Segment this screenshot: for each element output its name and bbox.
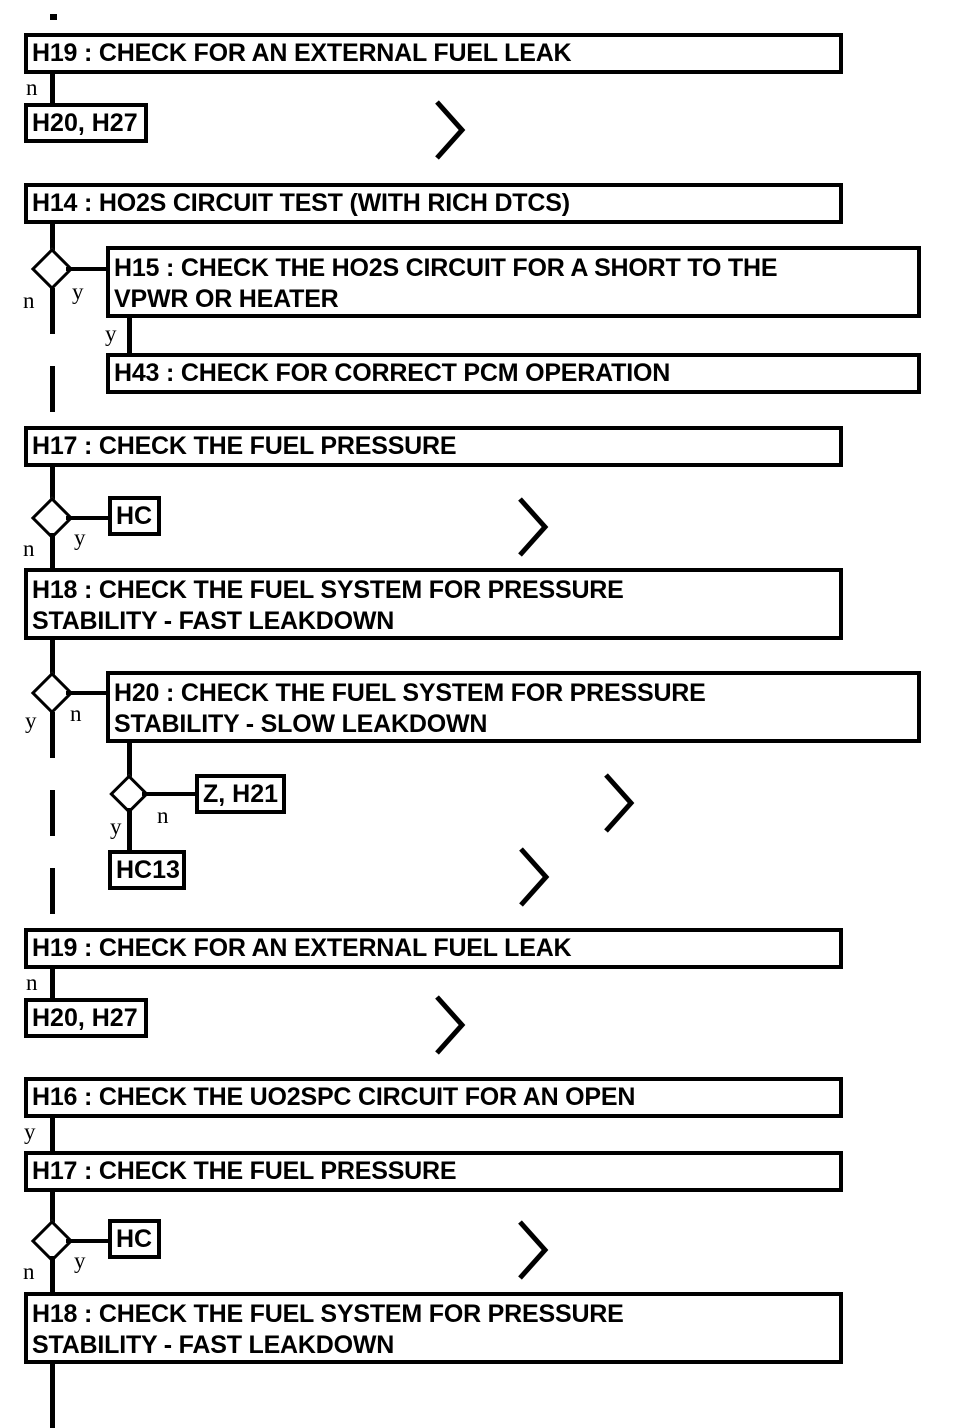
branch-label-y: n [157,803,169,828]
top-tick-mark [50,14,57,20]
process-box-h18-fast-leakdown-2[interactable]: H18 : CHECK THE FUEL SYSTEM FOR PRESSURE… [24,1292,843,1364]
connector-d4-to-c3 [142,792,197,796]
terminal-chip-hc[interactable]: HC [108,496,161,536]
connector-b5-to-d2 [50,467,55,501]
connector-b3-to-b4 [127,318,132,353]
connector-d4-to-c4 [127,808,132,850]
connector-b2-to-d1 [50,224,55,251]
terminal-chip-hc-2[interactable]: HC [108,1219,161,1259]
branch-label-n: y [25,708,37,733]
connector-dashed-trunk-2 [50,712,55,928]
connector-d2-to-c2 [66,516,110,520]
terminal-chip-h20-h27[interactable]: H20, H27 [24,103,148,143]
terminal-chip-h20-h27-2[interactable]: H20, H27 [24,998,148,1038]
process-box-h43-correct-pcm-operation[interactable]: H43 : CHECK FOR CORRECT PCM OPERATION [106,353,921,394]
branch-label-n: y [74,525,86,550]
off-page-chevron-icon [517,496,551,558]
branch-label-n: n [26,75,38,100]
branch-label-y: n [23,536,35,561]
connector-d5-to-b11 [50,1256,55,1292]
process-box-h17-check-fuel-pressure[interactable]: H17 : CHECK THE FUEL PRESSURE [24,426,843,467]
off-page-chevron-icon [434,994,468,1056]
process-box-h14-ho2s-circuit-test[interactable]: H14 : HO2S CIRCUIT TEST (WITH RICH DTCS) [24,183,843,224]
process-box-h20-slow-leakdown[interactable]: H20 : CHECK THE FUEL SYSTEM FOR PRESSURE… [106,671,921,743]
connector-d5-to-c6 [66,1239,110,1243]
process-box-h16-uo2spc-circuit-open[interactable]: H16 : CHECK THE UO2SPC CIRCUIT FOR AN OP… [24,1077,843,1118]
connector-b1-to-c1 [50,74,55,103]
off-page-chevron-icon [603,772,637,834]
connector-d3-to-b7 [66,691,108,695]
connector-b7-to-d4 [127,743,132,780]
process-box-h17-check-fuel-pressure-2[interactable]: H17 : CHECK THE FUEL PRESSURE [24,1151,843,1192]
branch-label-y: y [24,1119,36,1144]
process-box-h19-external-fuel-leak[interactable]: H19 : CHECK FOR AN EXTERNAL FUEL LEAK [24,33,843,74]
connector-b10-to-d5 [50,1192,55,1226]
branch-label-y: y [105,321,117,346]
connector-dashed-trunk-1 [50,288,55,426]
branch-label-n: y [110,814,122,839]
connector-b11-continues [50,1364,55,1428]
connector-d2-to-b6 [50,533,55,568]
terminal-chip-z-h21[interactable]: Z, H21 [195,774,286,814]
branch-label-y: n [23,288,35,313]
connector-b8-to-c5 [50,969,55,998]
branch-label-n: y [74,1248,86,1273]
process-box-h18-fast-leakdown-1[interactable]: H18 : CHECK THE FUEL SYSTEM FOR PRESSURE… [24,568,843,640]
connector-b9-to-b10 [50,1118,55,1151]
off-page-chevron-icon [518,846,552,908]
branch-label-y: n [23,1259,35,1284]
terminal-chip-hc13[interactable]: HC13 [108,850,186,890]
off-page-chevron-icon [434,99,468,161]
process-box-h19-external-fuel-leak-2[interactable]: H19 : CHECK FOR AN EXTERNAL FUEL LEAK [24,928,843,969]
branch-label-n: n [26,970,38,995]
connector-d1-to-b3 [66,267,106,271]
process-box-h15-ho2s-short-vpwr[interactable]: H15 : CHECK THE HO2S CIRCUIT FOR A SHORT… [106,246,921,318]
branch-label-y: n [70,701,82,726]
connector-b6-to-d3 [50,640,55,678]
off-page-chevron-icon [517,1219,551,1281]
branch-label-n: y [72,279,84,304]
